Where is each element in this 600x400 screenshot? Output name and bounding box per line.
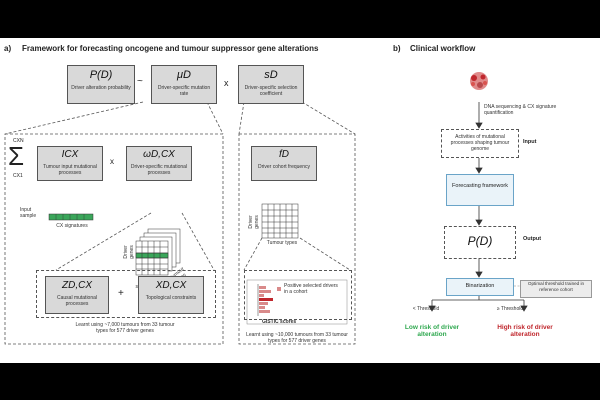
z-box: ZD,CX Causal mutational processes	[45, 276, 109, 314]
omega-symbol: ωD,CX	[143, 149, 175, 160]
icx-symbol: ICX	[61, 149, 79, 160]
input-sample-vector	[48, 213, 94, 221]
cx-signatures-label: CX signatures	[56, 223, 88, 229]
mutation-learnt-note: Learnt using ~7,000 tumours from 33 tumo…	[75, 322, 175, 334]
figure-canvas: a) Framework for forecasting oncogene an…	[0, 38, 600, 363]
plus-operator: +	[118, 288, 124, 299]
gistic-legend: Positive selected drivers in a cohort	[284, 283, 338, 295]
forecasting-text: Forecasting framework	[452, 183, 508, 189]
x-symbol: XD,CX	[155, 280, 187, 291]
icx-desc: Tumour input mutational processes	[43, 164, 97, 176]
pd-output-box: P(D)	[444, 226, 516, 259]
binarization-text: Binarization	[465, 283, 495, 289]
below-threshold-label: < Threshold	[412, 306, 440, 312]
sum-lower-bound: CX1	[13, 173, 23, 179]
sum-symbol: Σ	[8, 141, 25, 171]
fd-tumour-types-label: Tumour types	[266, 240, 298, 246]
s-desc: Driver-specific selection coefficient	[244, 85, 298, 97]
s-box: sD Driver-specific selection coefficient	[238, 65, 304, 104]
omega-matrix-stack	[135, 228, 181, 276]
panel-b-title: Clinical workflow	[410, 44, 476, 53]
dna-sequencing-label: DNA sequencing & CX signature quantifica…	[484, 104, 557, 116]
fd-desc: Driver cohort frequency	[258, 164, 310, 170]
panel-a-letter: a)	[4, 44, 12, 53]
input-sample-label: Input sample	[20, 207, 37, 219]
workflow-arrows	[428, 102, 528, 312]
high-risk-label: High risk of driver alteration	[497, 324, 553, 339]
z-symbol: ZD,CX	[62, 280, 92, 291]
tumour-icon	[470, 72, 488, 90]
gistic-frame	[244, 270, 352, 320]
bottom-black-band	[0, 363, 600, 400]
driver-genes-axis-label: Driver genes	[123, 245, 135, 259]
above-threshold-label: ≥ Threshold	[496, 306, 524, 312]
top-black-band	[0, 0, 600, 38]
fd-driver-genes-label: Driver genes	[248, 215, 260, 229]
pd-desc: Driver alteration probability	[71, 85, 131, 91]
z-desc: Causal mutational processes	[56, 295, 98, 307]
zx-frame	[36, 270, 216, 318]
activities-box: Activities of mutational processes shapi…	[441, 129, 519, 158]
pd-box: P(D) Driver alteration probability	[67, 65, 135, 104]
fd-grid	[261, 203, 299, 239]
pd-symbol: P(D)	[89, 69, 113, 81]
tilde-operator: ~	[137, 76, 143, 87]
mutation-frame	[4, 133, 224, 345]
panel-b-letter: b)	[393, 44, 401, 53]
activities-text: Activities of mutational processes shapi…	[450, 134, 510, 152]
low-risk-label: Low risk of driver alteration	[404, 324, 460, 339]
mu-desc: Driver-specific mutation rate	[157, 85, 211, 97]
fd-box: fD Driver cohort frequency	[251, 146, 317, 181]
threshold-note: Optimal threshold trained in reference c…	[520, 280, 592, 298]
connector-lines	[4, 72, 528, 345]
output-label: Output	[523, 236, 542, 242]
s-symbol: sD	[264, 69, 278, 81]
gistic-label: GISTIC scores	[262, 319, 297, 325]
x-desc: Topological constraints	[145, 295, 197, 301]
mu-box: μD Driver-specific mutation rate	[151, 65, 217, 104]
sum-upper-bound: CXN	[13, 138, 24, 144]
times-operator-mid: x	[110, 157, 114, 166]
selection-learnt-note: Learnt using ~10,000 tumours from 33 tum…	[246, 332, 348, 344]
pd-output-symbol: P(D)	[467, 234, 493, 248]
x-box: XD,CX Topological constraints	[138, 276, 204, 314]
panel-a-title: Framework for forecasting oncogene and t…	[22, 44, 319, 53]
forecasting-box: Forecasting framework	[446, 174, 514, 206]
selection-frame	[238, 133, 356, 345]
omega-desc: Driver-specific mutational processes	[130, 164, 188, 176]
times-operator-top: x	[224, 78, 229, 88]
mu-symbol: μD	[177, 69, 191, 81]
input-label: Input	[523, 139, 537, 145]
icx-box: ICX Tumour input mutational processes	[37, 146, 103, 181]
gistic-chart	[246, 279, 348, 325]
binarization-box: Binarization	[446, 278, 514, 296]
omega-box: ωD,CX Driver-specific mutational process…	[126, 146, 192, 181]
fd-symbol: fD	[279, 149, 289, 160]
